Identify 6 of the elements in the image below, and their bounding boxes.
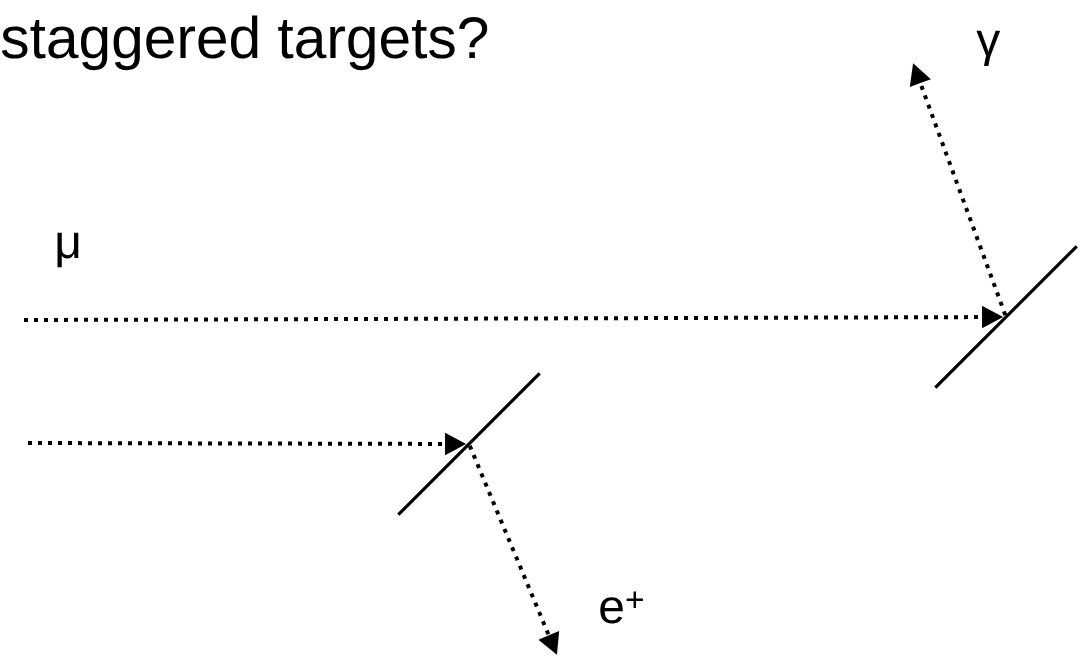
target-line [397, 372, 541, 516]
particle-label: μ [57, 232, 79, 268]
title: staggered targets? [1, 15, 488, 71]
particle-label: e$^{+}$ [600, 591, 643, 624]
particle-label: γ [976, 30, 1001, 66]
target-line [934, 245, 1078, 389]
